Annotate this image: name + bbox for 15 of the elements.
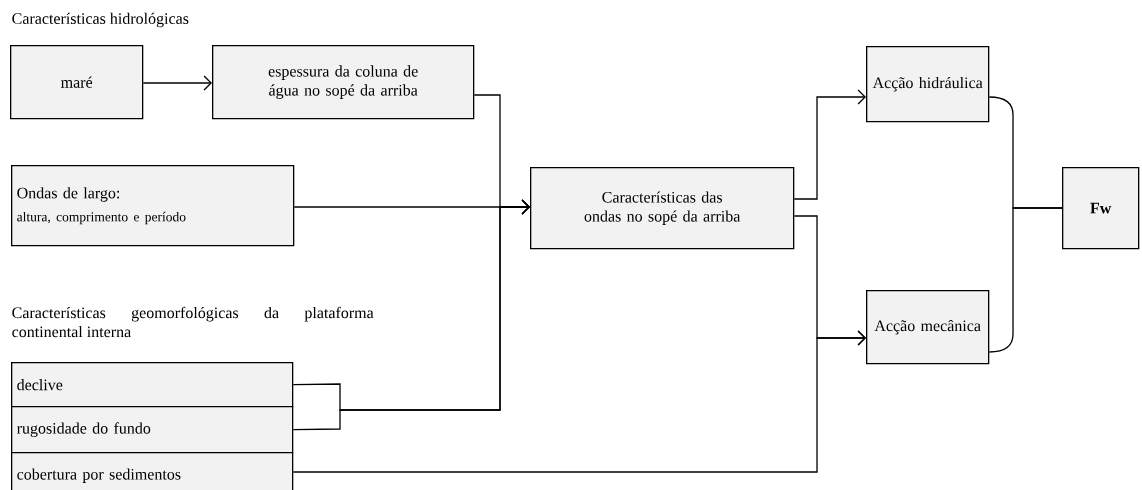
heading-text: Características hidrológicas (12, 12, 189, 28)
process-box: Acção hidráulica (866, 46, 990, 123)
arrow (142, 75, 212, 91)
list-cell: declive (11, 362, 294, 408)
heading-text: Características geomorfológicas da plataforma continental interna (12, 306, 374, 338)
result-box: Fw (1062, 167, 1140, 250)
list-cell: rugosidade do fundo (11, 406, 294, 454)
process-box: Ondas de largo: altura, comprimento e período (11, 165, 295, 247)
process-box: espessura da coluna de água no sopé da arriba (212, 45, 475, 120)
process-box: maré (10, 45, 144, 120)
process-box: Características das ondas no sopé da arriba (530, 167, 795, 250)
arrow (292, 330, 866, 473)
process-box: Acção mecânica (866, 290, 990, 365)
list-cell: cobertura por sedimentos (11, 452, 294, 490)
arrow (793, 89, 866, 200)
